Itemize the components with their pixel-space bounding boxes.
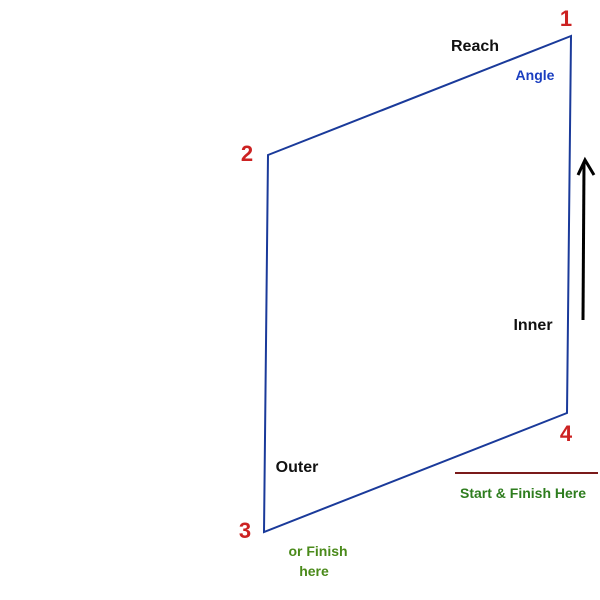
arrow-up-icon (576, 156, 596, 321)
corner-number-3: 3 (239, 518, 251, 543)
alt-finish-label-line1: or Finish (288, 543, 347, 559)
angle-label: Angle (516, 67, 555, 83)
alt-finish-label-line2: here (299, 563, 329, 579)
corner-number-2: 2 (241, 141, 253, 166)
start-finish-label: Start & Finish Here (460, 485, 586, 501)
course-outline (262, 34, 573, 534)
inner-label: Inner (513, 317, 552, 334)
outer-label: Outer (276, 459, 319, 476)
corner-number-4: 4 (560, 421, 573, 446)
corner-number-1: 1 (560, 6, 572, 31)
reach-label: Reach (451, 38, 499, 55)
